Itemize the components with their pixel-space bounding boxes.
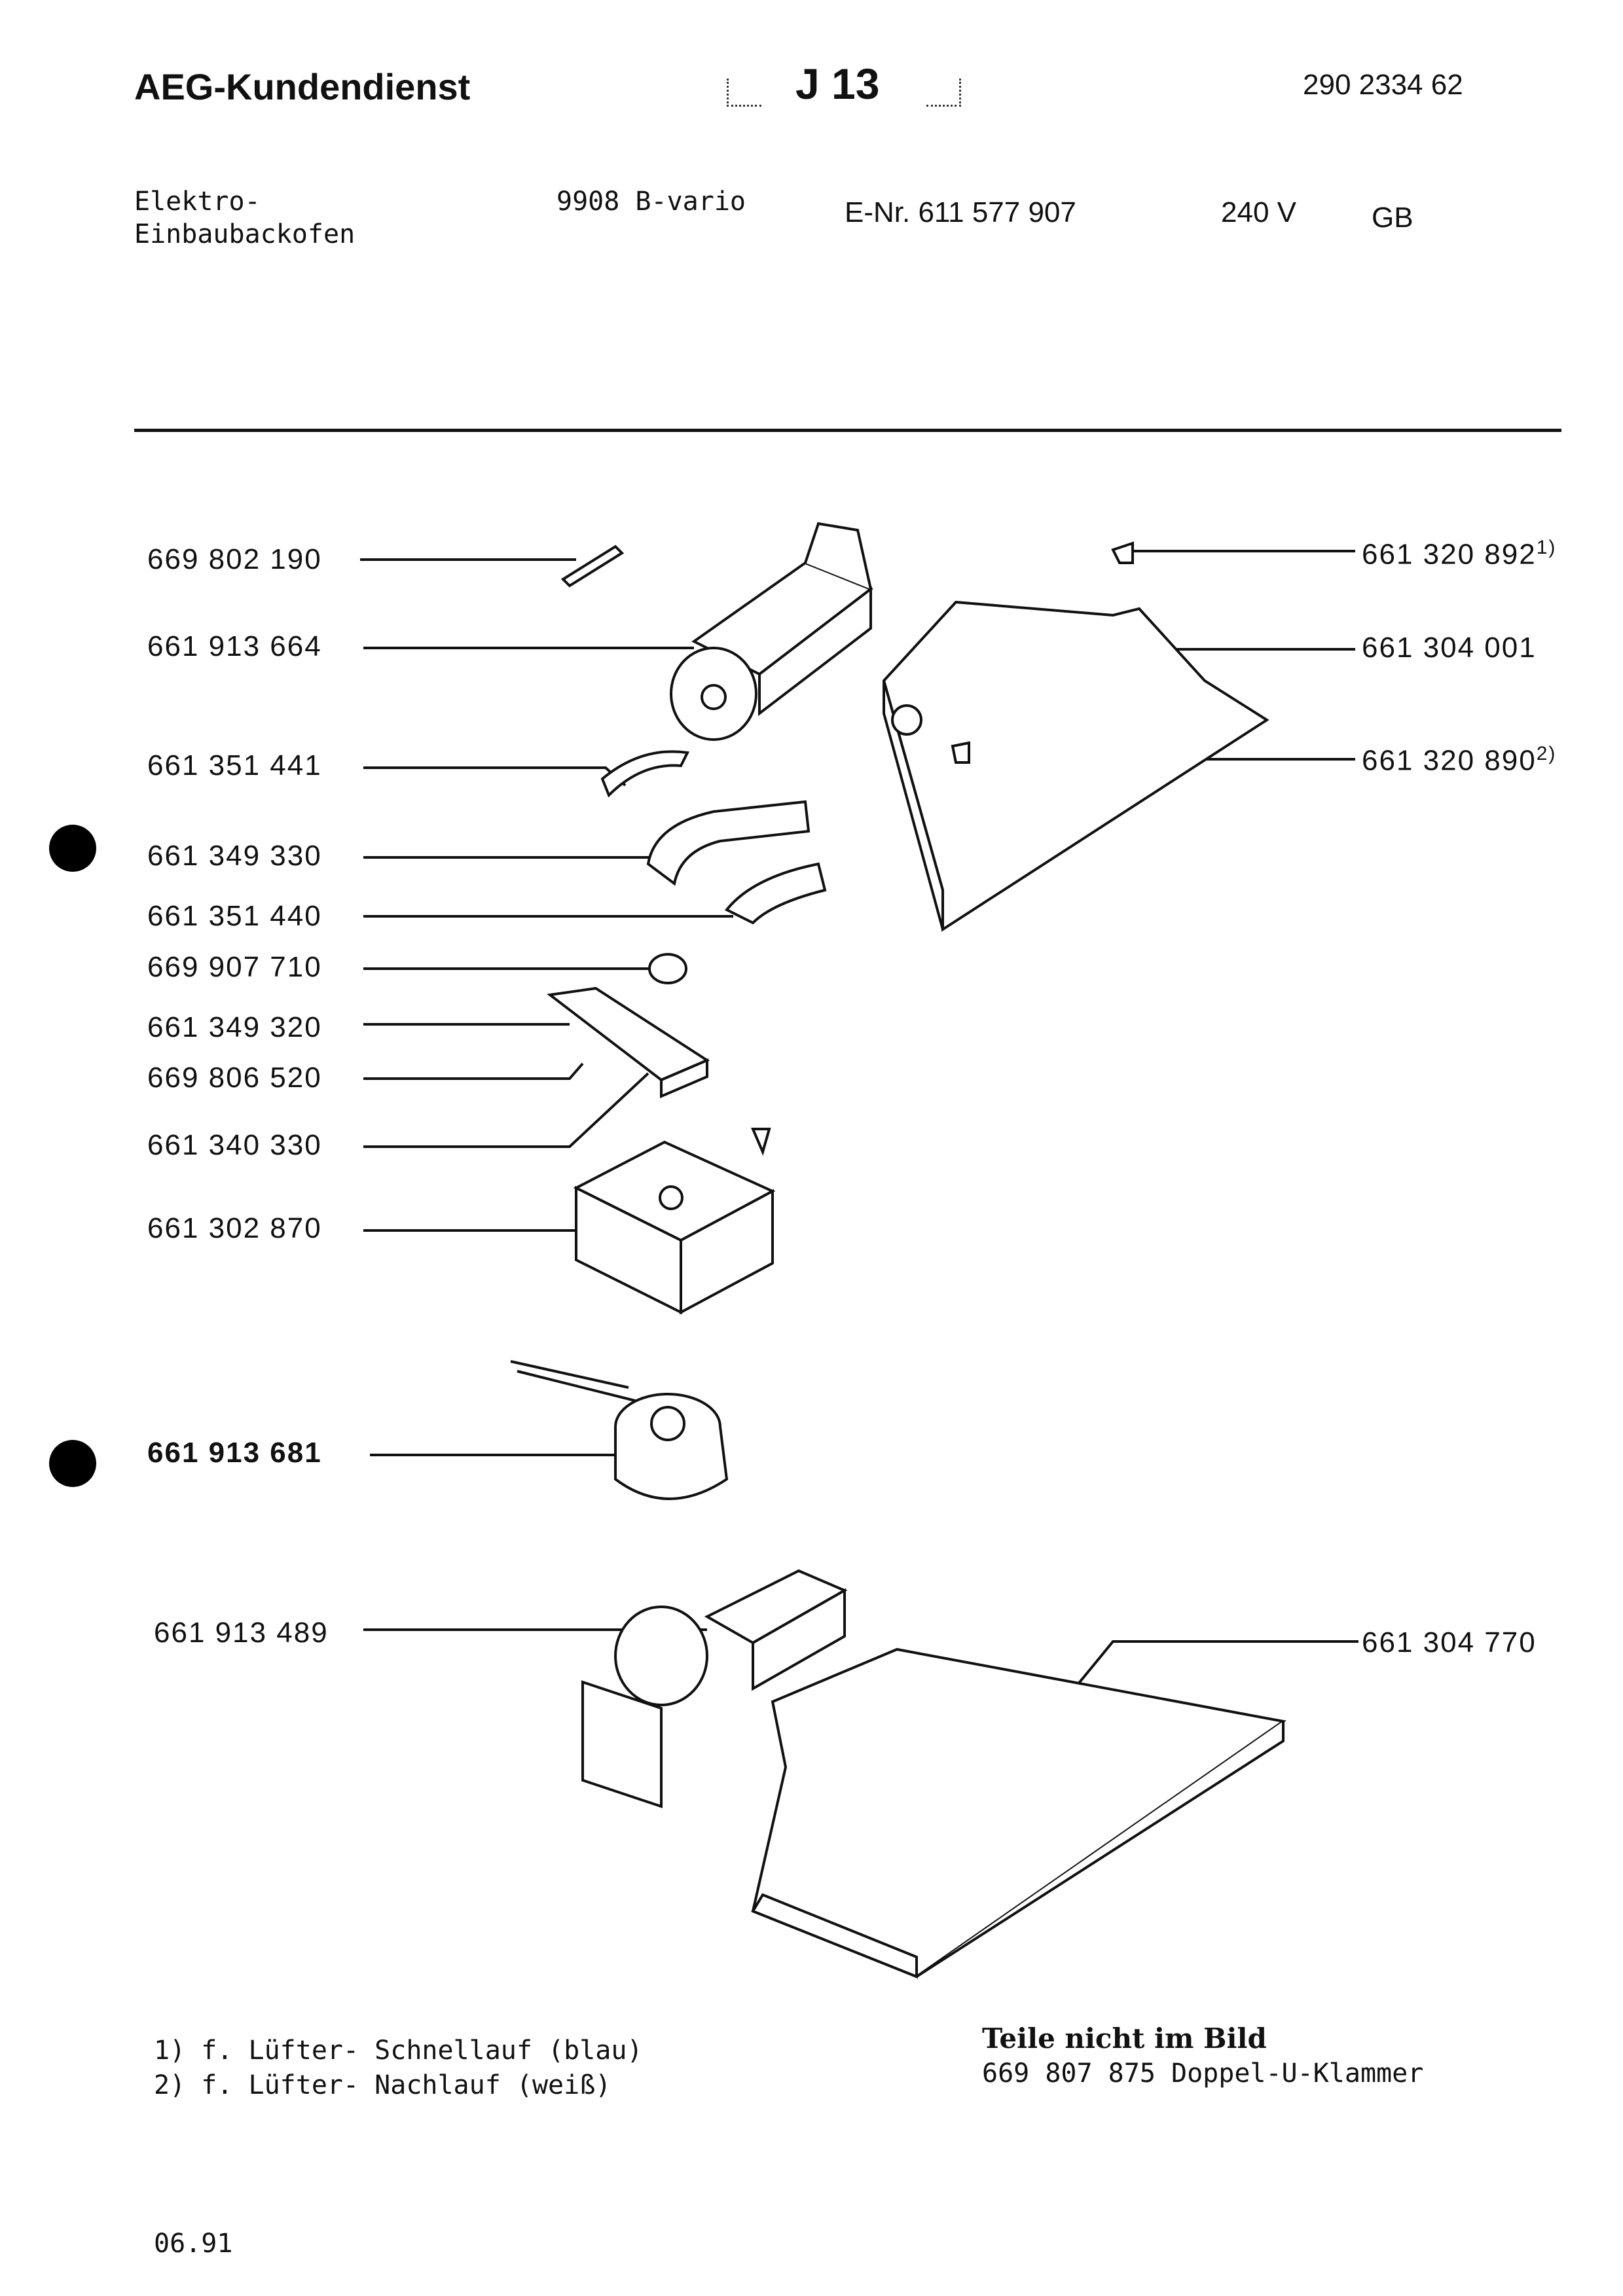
part-hose-330 (646, 800, 811, 886)
part-screw (750, 1128, 771, 1156)
product-country: GB (1372, 202, 1413, 234)
leader-669806520 (363, 1062, 584, 1080)
part-label-661351441: 661 351 441 (147, 749, 322, 781)
part-label-661320890: 661 320 8902) (1362, 743, 1557, 777)
part-label-669907710: 669 907 710 (147, 951, 322, 983)
part-label-661304770: 661 304 770 (1362, 1626, 1537, 1659)
part-label-669806520: 669 806 520 (147, 1062, 322, 1094)
part-label-669802190: 669 802 190 (147, 543, 322, 575)
marker-bullet-1 (49, 825, 96, 872)
part-bracket-plate (546, 986, 710, 1082)
part-label-661302870: 661 302 870 (147, 1212, 322, 1244)
part-label-661349330: 661 349 330 (147, 840, 322, 872)
product-model: 9908 B-vario (556, 187, 746, 217)
product-enr: E-Nr. 611 577 907 (845, 196, 1076, 228)
part-duct-441 (600, 750, 690, 798)
page-code: J 13 (795, 60, 880, 108)
not-pictured-title: Teile nicht im Bild (982, 2022, 1267, 2054)
document-number: 290 2334 62 (1303, 69, 1463, 101)
part-pin (560, 545, 625, 588)
part-label-661913664: 661 913 664 (147, 630, 322, 662)
leader-661351441 (363, 766, 627, 787)
part-motor-wire (510, 1360, 629, 1389)
product-type-line2: Einbaubackofen (134, 219, 356, 249)
leader-661340330 (363, 1072, 649, 1148)
footnote-2: 2) f. Lüfter- Nachlauf (weiß) (154, 2070, 611, 2100)
code-bracket-right (926, 79, 961, 107)
part-label-661340330: 661 340 330 (147, 1129, 322, 1161)
not-pictured-item: 669 807 875 Doppel-U-Klammer (982, 2058, 1424, 2089)
code-bracket-left (727, 79, 761, 107)
part-label-661351440: 661 351 440 (147, 900, 322, 932)
footnote-1: 1) f. Lüfter- Schnellauf (blau) (154, 2036, 643, 2066)
marker-bullet-2 (49, 1440, 96, 1487)
part-label-661913489: 661 913 489 (154, 1617, 329, 1649)
part-ring-710 (648, 953, 687, 984)
part-label-661304001: 661 304 001 (1362, 632, 1537, 664)
header-rule (134, 429, 1561, 432)
brand-title: AEG-Kundendienst (134, 66, 471, 107)
part-label-661320892: 661 320 8921) (1362, 537, 1557, 571)
product-voltage: 240 V (1221, 196, 1296, 228)
part-label-661913681: 661 913 681 (147, 1437, 322, 1469)
product-type-line1: Elektro- (134, 187, 261, 217)
part-label-661349320: 661 349 320 (147, 1011, 322, 1043)
document-date: 06.91 (154, 2229, 233, 2259)
part-hose-440 (724, 862, 827, 925)
